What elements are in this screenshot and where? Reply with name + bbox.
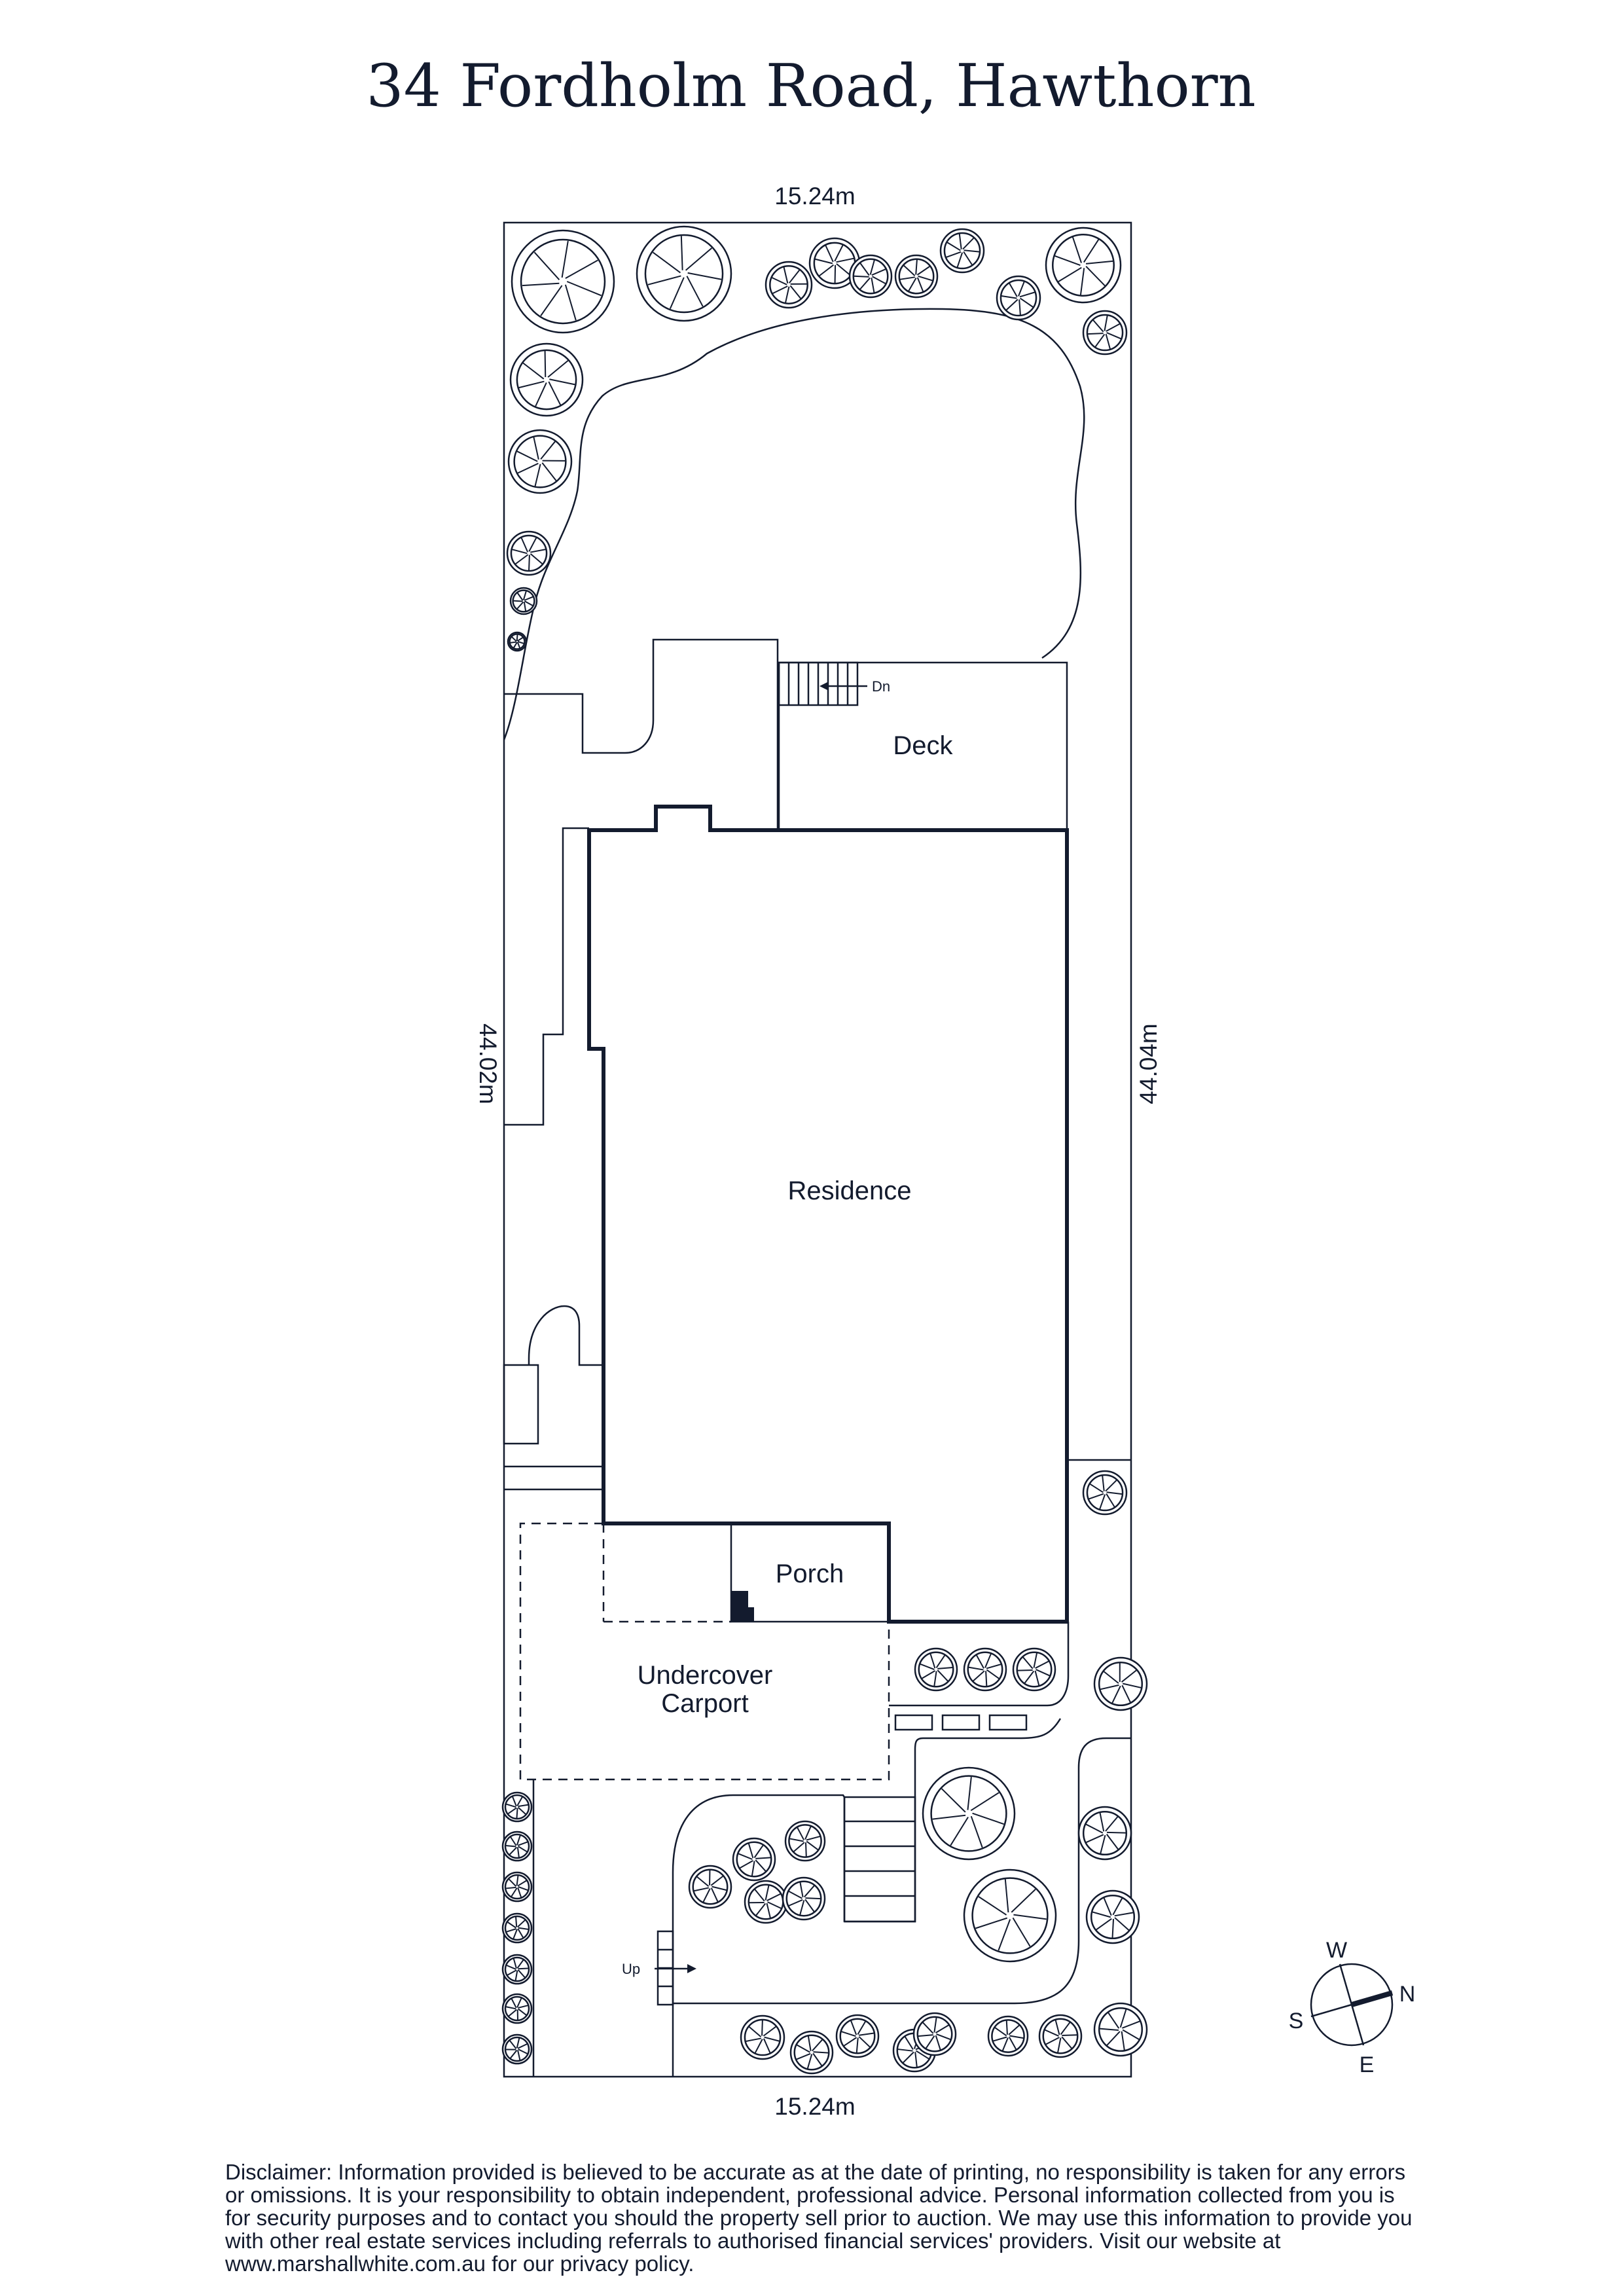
tree-icon (740, 2014, 785, 2060)
stairs-up-label: Up (622, 1961, 640, 1977)
garden-lawn-outline (503, 308, 1085, 740)
compass-n: N (1399, 1982, 1416, 2007)
tree-icon (501, 1912, 533, 1944)
tree-icon (1038, 2014, 1083, 2058)
tree-icon (1082, 1470, 1128, 1516)
tree-icon (501, 1871, 533, 1903)
tree-icon (1093, 2002, 1148, 2057)
tree-icon (732, 1837, 776, 1882)
tree-icon (765, 261, 813, 309)
tree-icon (922, 1766, 1016, 1861)
tree-icon (501, 1831, 533, 1862)
dimension-left: 44.02m (475, 1023, 501, 1104)
tree-icon (894, 254, 939, 299)
page-title: 34 Fordholm Road, Hawthorn (366, 52, 1255, 120)
garden-path (504, 638, 779, 828)
stepping-pavers (894, 1714, 1028, 1731)
tree-icon (1045, 227, 1122, 304)
carport-outline (519, 1522, 890, 1781)
tree-icon (939, 228, 985, 274)
tree-icon (501, 2033, 533, 2065)
tree-icon (808, 237, 861, 289)
tree-icon (501, 1791, 533, 1823)
tree-icon (789, 2030, 834, 2075)
tree-icon (688, 1865, 732, 1909)
front-stairs (843, 1796, 916, 1923)
residence-label: Residence (787, 1176, 911, 1205)
carport-label-line2: Carport (661, 1689, 748, 1718)
compass: W N S E (1289, 1938, 1416, 2077)
porch-label: Porch (776, 1559, 844, 1588)
porch-column (731, 1591, 754, 1622)
deck-stairs (778, 661, 859, 706)
tree-icon (506, 530, 552, 576)
tree-icon (1093, 1656, 1148, 1711)
carport-label-line1: Undercover (638, 1661, 773, 1690)
tree-icon (848, 254, 893, 299)
tree-icon (782, 1876, 826, 1921)
tree-icon (501, 1993, 533, 2024)
front-bed-right (889, 1622, 1070, 1707)
dimension-bottom: 15.24m (774, 2093, 855, 2120)
tree-icon (507, 429, 573, 494)
residence-walls (587, 805, 1069, 1624)
tree-icon (914, 1647, 958, 1692)
compass-e: E (1360, 2052, 1375, 2077)
compass-s: S (1289, 2009, 1304, 2033)
tree-icon (1082, 310, 1128, 355)
tree-icon (1085, 1889, 1140, 1944)
dimension-right: 44.04m (1135, 1023, 1162, 1104)
tree-icon (963, 1647, 1007, 1692)
deck-label: Deck (893, 731, 953, 760)
front-path-right (844, 1718, 1062, 1923)
tree-icon (509, 342, 584, 417)
tree-icon (1077, 1806, 1132, 1861)
compass-w: W (1326, 1938, 1347, 1963)
down-arrow-head (820, 682, 829, 691)
trees-layer (501, 225, 1148, 2075)
compass-axis-se (1310, 2003, 1352, 2018)
tree-icon (963, 1868, 1057, 1963)
tree-icon (501, 1954, 533, 1985)
up-arrow-head (687, 1964, 696, 1973)
front-bed-left (672, 1794, 846, 2077)
stairs-down-label: Dn (872, 678, 890, 695)
tree-icon (784, 1820, 826, 1862)
disclaimer-text: Disclaimer: Information provided is beli… (225, 2160, 1413, 2276)
tree-icon (987, 2015, 1029, 2057)
dimension-top: 15.24m (774, 183, 855, 210)
tree-icon (509, 587, 538, 615)
tree-icon (835, 2014, 880, 2058)
tree-icon (912, 2012, 957, 2056)
compass-north-needle-icon (1350, 1990, 1394, 2007)
side-storage (503, 1364, 539, 1445)
tree-icon (744, 1880, 788, 1924)
tree-icon (1012, 1647, 1056, 1692)
front-lawn-edge (673, 1737, 1131, 2005)
tree-icon (507, 631, 528, 652)
side-entry (528, 1305, 604, 1366)
site-boundary (503, 221, 1132, 2078)
tree-icon (636, 225, 732, 322)
side-path (504, 827, 589, 1126)
tree-icon (996, 275, 1041, 321)
tree-icon (511, 229, 615, 334)
compass-ring-icon (1310, 1963, 1394, 2047)
